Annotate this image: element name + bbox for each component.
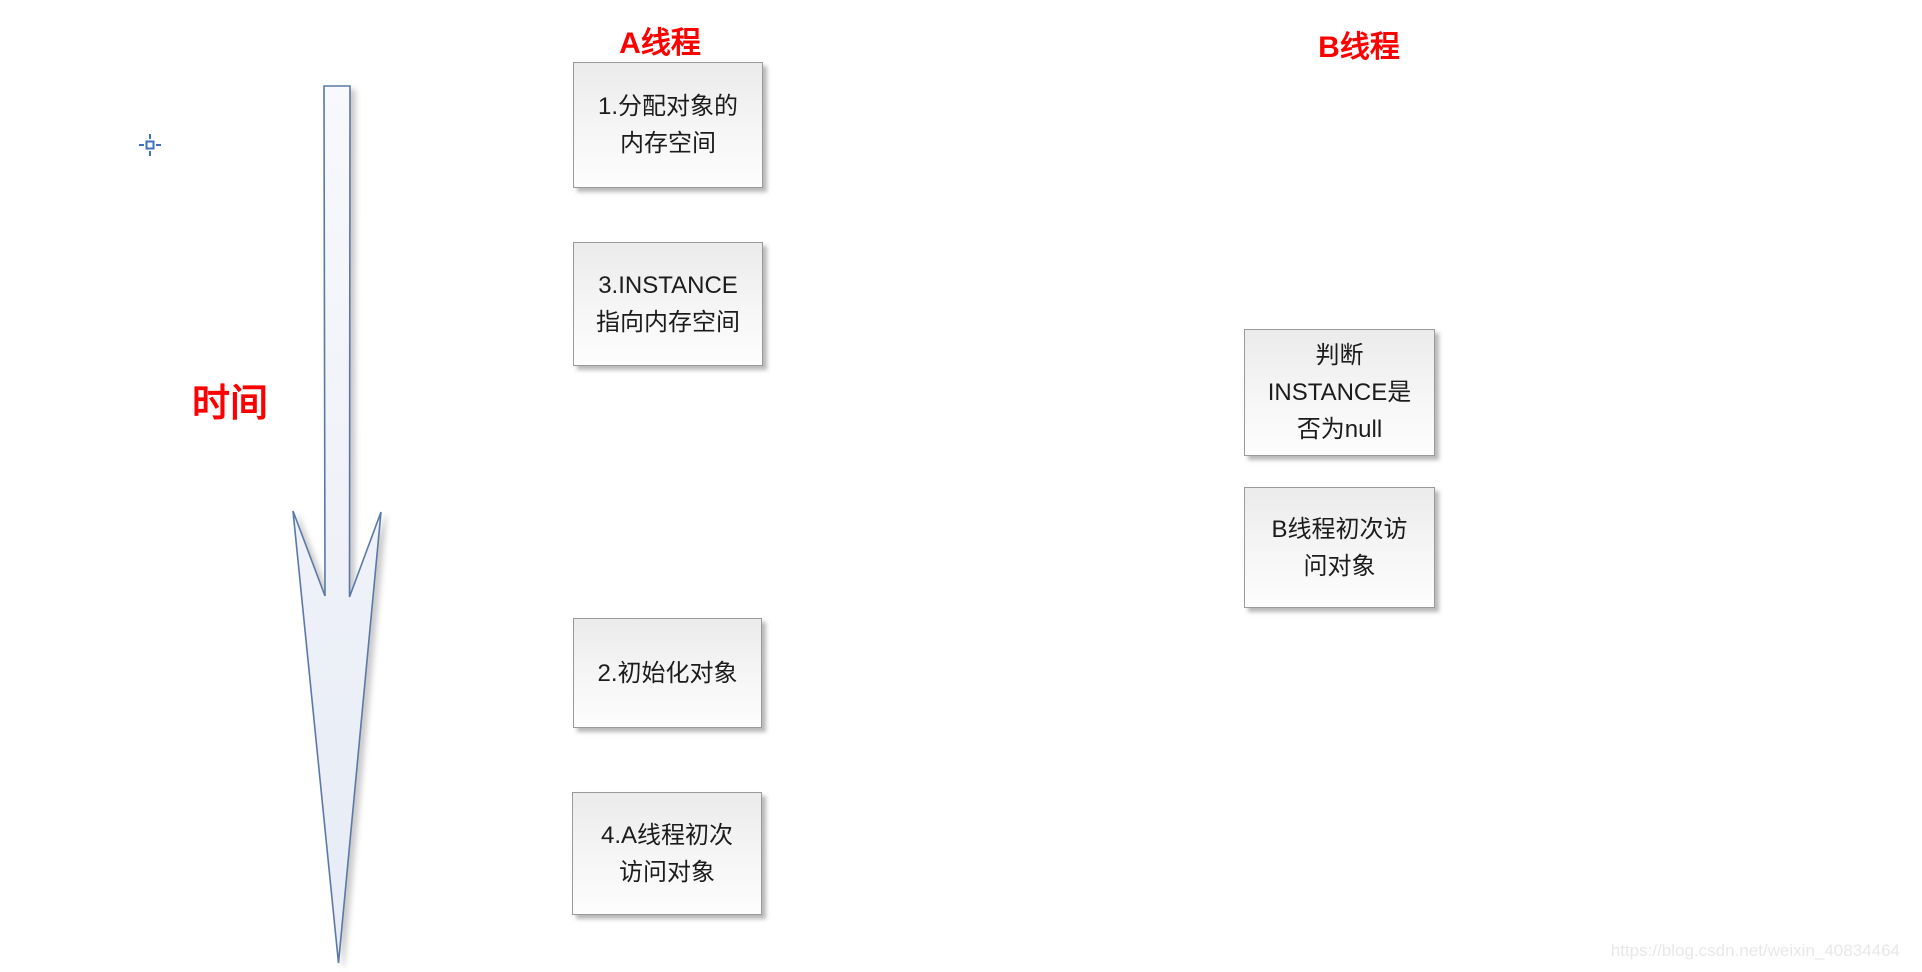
thread-a-title: A线程 xyxy=(619,27,701,60)
step-box-b-check-instance-null: 判断 INSTANCE是 否为null xyxy=(1244,329,1435,456)
crosshair-cursor-icon xyxy=(139,134,161,156)
step-text: 3.INSTANCE 指向内存空间 xyxy=(596,272,740,336)
time-axis-label: 时间 xyxy=(191,383,268,425)
step-box-b-first-access: B线程初次访 问对象 xyxy=(1244,487,1435,608)
step-text: 判断 INSTANCE是 否为null xyxy=(1267,342,1412,443)
step-text: 4.A线程初次 访问对象 xyxy=(600,821,734,886)
step-text: 2.初始化对象 xyxy=(597,659,738,687)
watermark-url: https://blog.csdn.net/weixin_40834464 xyxy=(1610,941,1900,960)
step-box-a-first-access: 4.A线程初次 访问对象 xyxy=(572,792,762,915)
time-axis-down-arrow-icon xyxy=(292,85,382,964)
thread-b-title: B线程 xyxy=(1318,31,1400,64)
step-box-a-instance-points-memory: 3.INSTANCE 指向内存空间 xyxy=(573,242,763,366)
step-box-a-allocate-memory: 1.分配对象的 内存空间 xyxy=(573,62,763,188)
step-text: 1.分配对象的 内存空间 xyxy=(597,93,738,157)
step-text: B线程初次访 问对象 xyxy=(1271,515,1408,580)
step-box-a-init-object: 2.初始化对象 xyxy=(573,618,762,728)
